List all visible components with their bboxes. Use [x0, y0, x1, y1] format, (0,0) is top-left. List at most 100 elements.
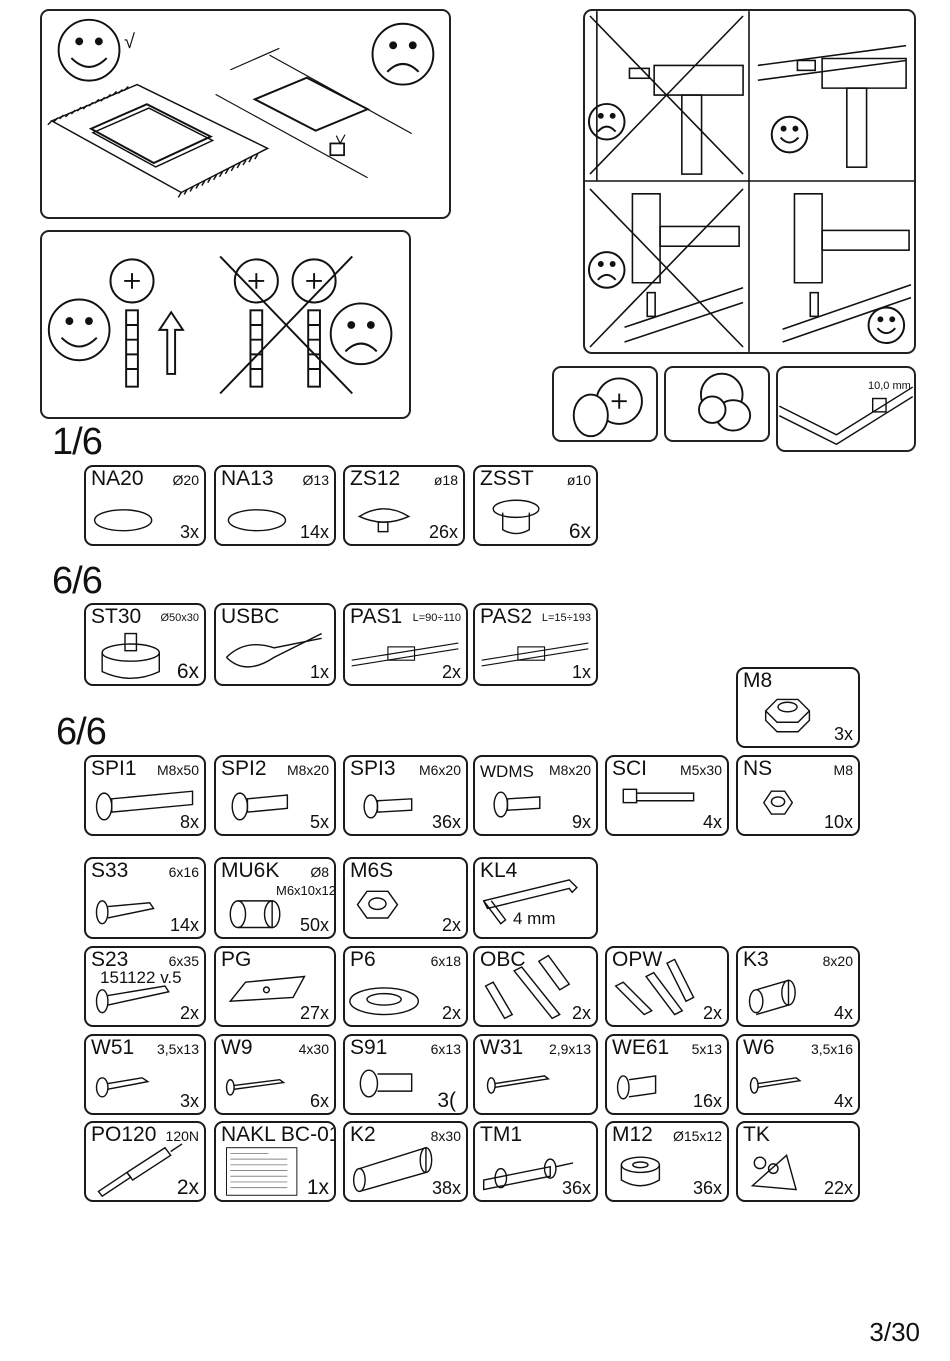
part-quantity: 36x	[431, 812, 461, 832]
part-quantity: 38x	[431, 1178, 461, 1198]
part-quantity: 22x	[823, 1178, 853, 1198]
part-quantity: 5x	[309, 812, 329, 832]
part-quantity: 4x	[833, 1091, 853, 1111]
part-spec: M8x20	[548, 762, 591, 778]
part-spec: Ø8	[310, 864, 329, 880]
part-code: TM1	[480, 1123, 522, 1146]
part-card-kl4: KL4 4 mm	[473, 857, 598, 939]
part-card-w9: W9 4x30 6x	[214, 1034, 336, 1115]
happy-face-icon	[770, 115, 809, 154]
part-quantity: 2x	[441, 1003, 461, 1023]
part-code: ST30	[91, 605, 142, 628]
part-card-pg: PG 27x	[214, 946, 336, 1027]
part-spec: 5x13	[691, 1041, 722, 1057]
part-code: MU6K	[221, 859, 280, 882]
part-spec: L=90÷110	[412, 612, 461, 624]
part-card-nakl-bc-01: NAKL BC-01 1x	[214, 1121, 336, 1202]
part-card-m8: M8 3x	[736, 667, 860, 748]
part-code: NS	[743, 757, 773, 780]
part-code: K2	[350, 1123, 376, 1146]
part-code: WE61	[612, 1036, 670, 1059]
part-code: ZS12	[350, 467, 401, 490]
part-spec: Ø13	[302, 472, 329, 488]
part-code: S91	[350, 1036, 388, 1059]
part-quantity: 14x	[169, 915, 199, 935]
part-spec: 6x13	[430, 1041, 461, 1057]
part-code: SPI2	[221, 757, 267, 780]
part-card-usbc: USBC 1x	[214, 603, 336, 686]
part-code: SPI1	[91, 757, 137, 780]
part-code: M12	[612, 1123, 653, 1146]
part-spec: 8x30	[430, 1128, 461, 1144]
part-code: W6	[743, 1036, 775, 1059]
part-spec: 8x20	[822, 953, 853, 969]
part-code: SPI3	[350, 757, 396, 780]
part-code: P6	[350, 948, 376, 971]
happy-face-icon	[47, 298, 111, 362]
part-card-tk: TK 22x	[736, 1121, 860, 1202]
happy-face-icon	[867, 306, 906, 345]
part-card-obc: OBC 2x	[473, 946, 598, 1027]
part-quantity: 6x	[568, 520, 591, 543]
part-code: M6S	[350, 859, 394, 882]
part-card-opw: OPW 2x	[605, 946, 729, 1027]
part-code: NA20	[91, 467, 144, 490]
group-heading: 6/6	[56, 711, 107, 753]
part-quantity: 6x	[176, 660, 199, 683]
part-quantity: 4x	[702, 812, 722, 832]
part-quantity: 3x	[833, 724, 853, 744]
part-quantity: 9x	[571, 812, 591, 832]
part-spec: L=15÷193	[541, 612, 591, 624]
part-quantity: 2x	[441, 662, 461, 682]
part-quantity: 26x	[428, 522, 458, 542]
instruction-panel-work-surface: √	[40, 9, 451, 219]
part-quantity: 27x	[299, 1003, 329, 1023]
part-code: PAS2	[480, 605, 533, 628]
part-spec: M8x20	[286, 762, 329, 778]
instruction-panel-cap-cam	[552, 366, 658, 442]
sad-face-icon	[371, 22, 435, 86]
part-spec: 4x30	[298, 1041, 329, 1057]
part-quantity: 8x	[179, 812, 199, 832]
part-card-spi3: SPI3 M6x20 36x	[343, 755, 468, 836]
part-code: PAS1	[350, 605, 403, 628]
part-code: USBC	[221, 605, 280, 628]
sad-face-icon	[587, 102, 626, 141]
check-mark: √	[124, 31, 135, 53]
sad-face-icon	[587, 251, 626, 289]
part-spec: 6x16	[168, 864, 199, 880]
page-number: 3/30	[869, 1317, 920, 1347]
part-code: TK	[743, 1123, 770, 1146]
part-spec: ø10	[566, 472, 591, 488]
part-code: W9	[221, 1036, 253, 1059]
part-code: W51	[91, 1036, 135, 1059]
part-spec: M6x20	[418, 762, 461, 778]
part-code: PG	[221, 948, 252, 971]
part-quantity: 6x	[309, 1091, 329, 1111]
part-card-pas1: PAS1 L=90÷110 2x	[343, 603, 468, 686]
part-spec: 6x18	[430, 953, 461, 969]
part-code: NA13	[221, 467, 274, 490]
part-spec: 120N	[165, 1128, 199, 1144]
depth-label: 10,0 mm	[868, 380, 911, 392]
part-spec: Ø50x30	[160, 612, 199, 624]
part-code: K3	[743, 948, 769, 971]
part-card-tm1: TM1 36x	[473, 1121, 598, 1202]
part-code: W31	[480, 1036, 524, 1059]
part-quantity: 2x	[441, 915, 461, 935]
part-code: PO120	[91, 1123, 157, 1146]
happy-face-icon	[57, 18, 121, 82]
